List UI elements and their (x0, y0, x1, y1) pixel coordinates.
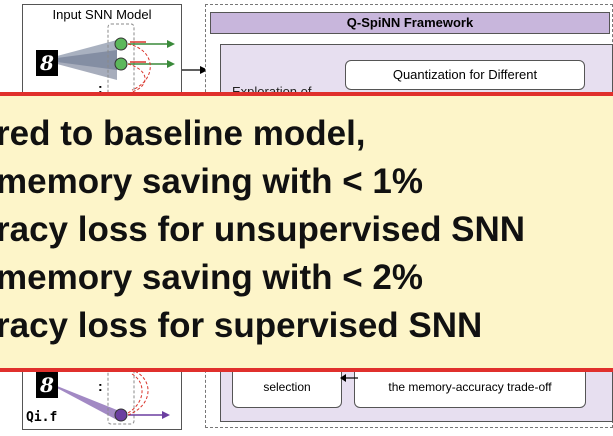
inhibition-arrow (127, 369, 149, 416)
results-callout: red to baseline model, memory saving wit… (0, 92, 613, 372)
green-neuron (114, 37, 128, 51)
inhibition-arrow (127, 43, 151, 91)
tradeoff-to-selection-arrow (340, 374, 358, 382)
callout-line-1: red to baseline model, (0, 114, 366, 153)
purple-neuron (114, 408, 128, 422)
connection-fan-top-dark (42, 50, 117, 80)
neuron-ellipsis-bottom: : (98, 378, 103, 394)
output-arrowhead (167, 40, 175, 48)
inhibition-arrow (127, 373, 143, 414)
tradeoff-box: the memory-accuracy trade-off (354, 366, 586, 408)
callout-line-5: racy loss for supervised SNN (0, 306, 483, 345)
callout-line-3: racy loss for unsupervised SNN (0, 210, 526, 249)
digit-image-icon: 8 (36, 372, 58, 398)
framework-title: Q-SpiNN Framework (210, 12, 610, 34)
input-network-top-diagram (42, 23, 208, 97)
green-neuron (114, 57, 128, 71)
output-arrowhead (167, 60, 175, 68)
neuron-ellipsis-top: : (98, 80, 103, 96)
callout-line-4: memory saving with < 2% (0, 258, 423, 297)
input-snn-model-title: Input SNN Model (52, 7, 152, 22)
quantization-format-label: Qi.f (26, 410, 58, 425)
selection-box: selection (232, 366, 342, 408)
digit-image-icon: 8 (36, 50, 58, 76)
output-arrowhead (162, 411, 170, 419)
connection-fan-bottom (42, 380, 117, 420)
callout-line-2: memory saving with < 1% (0, 162, 423, 201)
quantization-box: Quantization for Different (345, 60, 585, 90)
to-framework-arrowhead (200, 66, 208, 74)
